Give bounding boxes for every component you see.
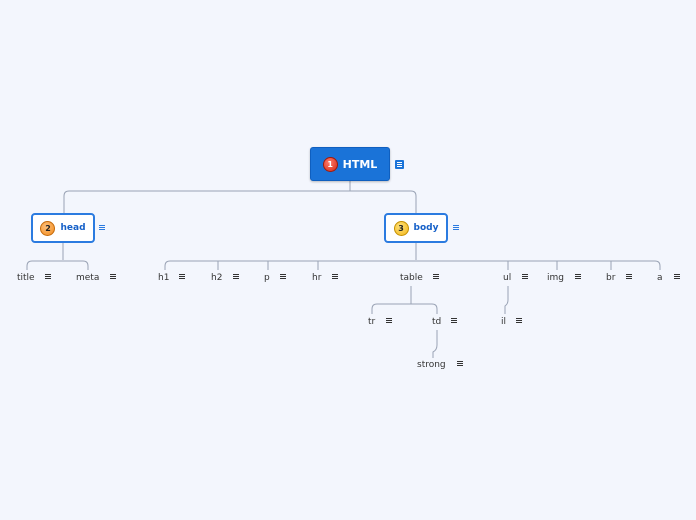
leaf-label: a bbox=[657, 273, 663, 283]
leaf-label: strong bbox=[417, 360, 446, 370]
leaf-label: h2 bbox=[211, 273, 223, 283]
note-icon[interactable] bbox=[515, 317, 523, 325]
leaf-label: img bbox=[547, 273, 564, 283]
leaf-node-ul[interactable]: ul bbox=[503, 271, 511, 285]
root-node-html[interactable]: 1 HTML bbox=[310, 147, 390, 181]
leaf-label: tr bbox=[368, 317, 376, 327]
leaf-label: hr bbox=[312, 273, 322, 283]
priority-2-icon: 2 bbox=[40, 220, 56, 236]
priority-3-icon: 3 bbox=[393, 220, 409, 236]
leaf-node-tr[interactable]: tr bbox=[368, 315, 375, 329]
leaf-label: h1 bbox=[158, 273, 170, 283]
leaf-node-br[interactable]: br bbox=[606, 271, 615, 285]
note-icon[interactable] bbox=[385, 317, 393, 325]
branch-node-label: body bbox=[413, 223, 439, 233]
leaf-label: table bbox=[400, 273, 423, 283]
leaf-node-h1[interactable]: h1 bbox=[158, 271, 169, 285]
note-icon[interactable] bbox=[178, 273, 186, 281]
leaf-node-meta[interactable]: meta bbox=[76, 271, 99, 285]
note-icon[interactable] bbox=[452, 224, 460, 232]
leaf-label: td bbox=[432, 317, 442, 327]
note-icon[interactable] bbox=[673, 273, 681, 281]
note-icon[interactable] bbox=[44, 273, 52, 281]
leaf-label: br bbox=[606, 273, 616, 283]
branch-node-label: head bbox=[60, 223, 86, 233]
note-icon[interactable] bbox=[331, 273, 339, 281]
leaf-node-img[interactable]: img bbox=[547, 271, 564, 285]
leaf-node-a[interactable]: a bbox=[657, 271, 663, 285]
leaf-label: title bbox=[17, 273, 35, 283]
leaf-node-strong[interactable]: strong bbox=[417, 358, 446, 372]
note-icon[interactable] bbox=[456, 360, 464, 368]
priority-1-icon: 1 bbox=[322, 156, 338, 172]
note-icon[interactable] bbox=[279, 273, 287, 281]
leaf-node-td[interactable]: td bbox=[432, 315, 441, 329]
note-icon[interactable] bbox=[625, 273, 633, 281]
note-icon[interactable] bbox=[432, 273, 440, 281]
leaf-node-hr[interactable]: hr bbox=[312, 271, 321, 285]
leaf-label: p bbox=[264, 273, 270, 283]
leaf-node-table[interactable]: table bbox=[400, 271, 423, 285]
note-icon[interactable] bbox=[232, 273, 240, 281]
leaf-label: meta bbox=[76, 273, 100, 283]
leaf-node-title[interactable]: title bbox=[17, 271, 35, 285]
leaf-node-h2[interactable]: h2 bbox=[211, 271, 222, 285]
root-node-label: HTML bbox=[342, 157, 378, 171]
note-icon[interactable] bbox=[98, 224, 106, 232]
branch-node-head[interactable]: 2 head bbox=[31, 213, 95, 243]
branch-node-body[interactable]: 3 body bbox=[384, 213, 448, 243]
note-icon[interactable] bbox=[450, 317, 458, 325]
note-icon[interactable] bbox=[395, 160, 404, 169]
leaf-label: il bbox=[501, 317, 507, 327]
leaf-node-p[interactable]: p bbox=[264, 271, 270, 285]
note-icon[interactable] bbox=[574, 273, 582, 281]
leaf-label: ul bbox=[503, 273, 512, 283]
note-icon[interactable] bbox=[521, 273, 529, 281]
leaf-node-il[interactable]: il bbox=[501, 315, 506, 329]
note-icon[interactable] bbox=[109, 273, 117, 281]
